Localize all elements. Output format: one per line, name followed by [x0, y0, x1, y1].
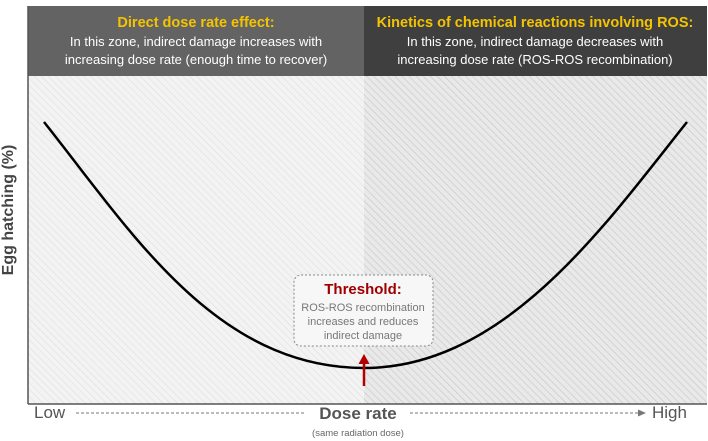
x-axis-sublabel: (same radiation dose) — [312, 428, 404, 439]
low-dose-zone — [28, 76, 364, 404]
header-left-line1: In this zone, indirect damage increases … — [70, 34, 322, 49]
x-axis-low-label: Low — [34, 403, 66, 422]
threshold-line2: increases and reduces — [308, 316, 419, 328]
header-left-line2: increasing dose rate (enough time to rec… — [65, 52, 327, 67]
threshold-line3: indirect damage — [324, 330, 402, 342]
threshold-callout-box — [293, 274, 434, 347]
high-dose-zone — [364, 76, 707, 404]
header-right-line1: In this zone, indirect damage decreases … — [407, 34, 664, 49]
threshold-arrow-icon — [358, 354, 370, 364]
header-left-title: Direct dose rate effect: — [117, 15, 274, 31]
header-right-line2: increasing dose rate (ROS-ROS recombinat… — [397, 52, 672, 67]
header-left-box — [28, 6, 364, 76]
threshold-line1: ROS-ROS recombination — [301, 302, 425, 314]
y-axis-label: Egg hatching (%) — [0, 145, 17, 276]
header-right-title: Kinetics of chemical reactions involving… — [377, 15, 694, 31]
header-right-box — [364, 6, 707, 76]
threshold-title: Threshold: — [324, 281, 402, 298]
x-axis-arrow-icon — [638, 409, 646, 417]
x-axis-title: Dose rate — [319, 404, 396, 423]
x-axis-high-label: High — [652, 403, 687, 422]
